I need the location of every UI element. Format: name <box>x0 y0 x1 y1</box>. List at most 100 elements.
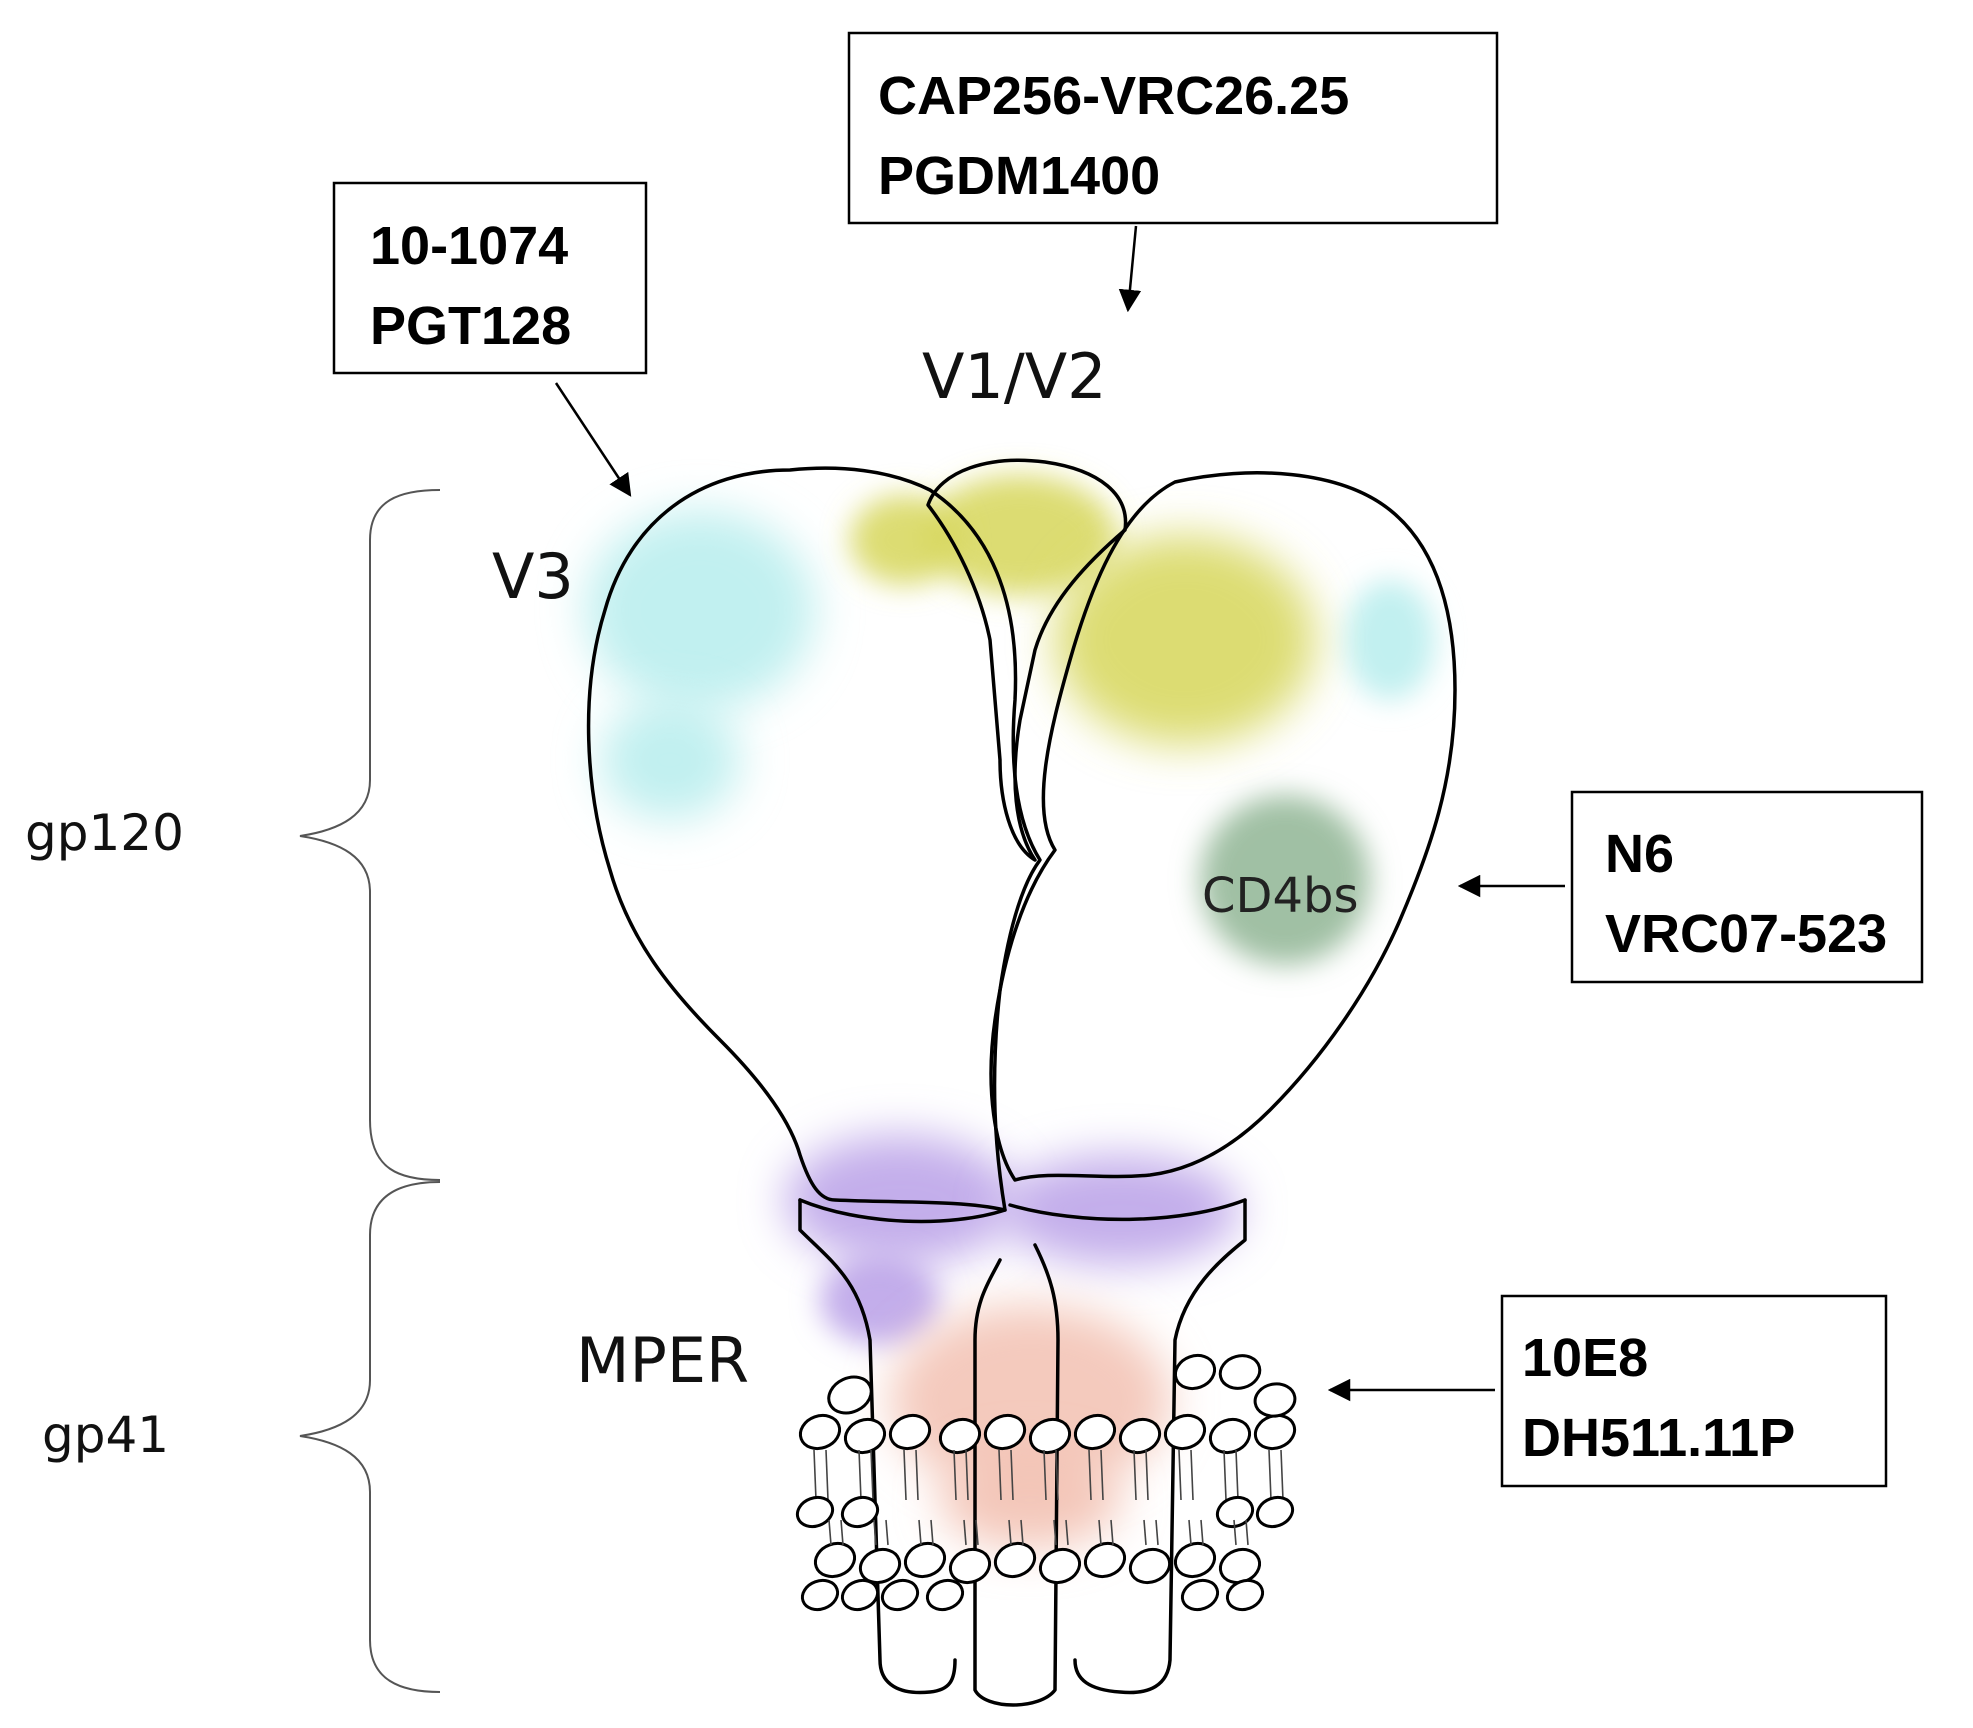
lipid-tail <box>1155 1519 1159 1546</box>
v3-cyan-region-lower <box>600 700 740 820</box>
cd4bs-antibody-box: N6 VRC07-523 <box>1570 790 1924 984</box>
v3-antibody-2: PGT128 <box>370 296 571 356</box>
lipid-tail <box>1143 1519 1147 1546</box>
lipid-head <box>800 1578 840 1612</box>
lipid-head <box>1208 1417 1252 1455</box>
v1v2-label: V1/V2 <box>922 340 1107 413</box>
mper-antibody-box: 10E8 DH511.11P <box>1500 1294 1888 1488</box>
cd4bs-antibody-1: N6 <box>1605 824 1674 884</box>
v3-label: V3 <box>492 540 574 613</box>
lipid-head <box>880 1578 920 1612</box>
lipid-tail <box>813 1449 817 1501</box>
lipid-tail <box>963 1519 967 1546</box>
lipid-tail <box>858 1449 862 1501</box>
gp41-label: gp41 <box>42 1406 169 1464</box>
lipid-tail <box>1200 1519 1204 1546</box>
lipid-head <box>993 1541 1037 1579</box>
gp120-label: gp120 <box>25 804 184 862</box>
lipid-tail <box>1145 1449 1149 1501</box>
v1v2-box-frame <box>847 31 1499 225</box>
lipid-tail <box>1043 1449 1047 1501</box>
lipid-tail <box>828 1519 832 1546</box>
gp120-right-lobe <box>989 471 1457 1182</box>
lipid-tail <box>1065 1519 1069 1546</box>
gp120-middle-lobe <box>926 458 1128 862</box>
gp41-left-stalk <box>798 1198 957 1695</box>
lipid-membrane <box>795 1353 1297 1612</box>
v1v2-antibody-box: CAP256-VRC26.25 PGDM1400 <box>847 31 1499 225</box>
gp41-collar <box>798 1198 1247 1224</box>
v3-cyan-region <box>585 510 815 710</box>
lipid-tail <box>1008 1519 1012 1546</box>
cd4bs-box-frame <box>1570 790 1924 984</box>
cd4bs-green-region <box>1200 795 1370 965</box>
v1v2-antibody-1: CAP256-VRC26.25 <box>878 66 1349 126</box>
lipid-head <box>827 1375 873 1415</box>
lipid-head <box>840 1495 880 1529</box>
v1v2-antibody-2: PGDM1400 <box>878 146 1160 206</box>
lipid-head <box>840 1578 880 1612</box>
lipid-tail <box>870 1449 874 1501</box>
lipid-head <box>858 1547 902 1585</box>
lipid-head <box>948 1547 992 1585</box>
lipid-tail <box>1098 1519 1102 1546</box>
lipid-head <box>1180 1578 1220 1612</box>
lipid-tail <box>1280 1449 1284 1501</box>
v3-arrow <box>554 382 632 497</box>
lipid-tail <box>873 1519 877 1546</box>
v3-antibody-1: 10-1074 <box>370 216 568 276</box>
lipid-head <box>925 1578 965 1612</box>
lipid-head <box>843 1417 887 1455</box>
lipid-tail <box>915 1449 919 1501</box>
lipid-tail <box>918 1519 922 1546</box>
lipid-head <box>795 1495 835 1529</box>
lipid-tail <box>1235 1449 1239 1501</box>
lipid-tail <box>903 1449 907 1501</box>
lipid-head <box>1173 1541 1217 1579</box>
lipid-tail <box>975 1519 979 1546</box>
lipid-tail <box>1178 1449 1182 1501</box>
lipid-tail <box>1053 1519 1057 1546</box>
lipid-tail <box>825 1449 829 1501</box>
lipid-tail <box>965 1449 969 1501</box>
lipid-head <box>1218 1354 1262 1390</box>
v1v2-yellow-region-top <box>925 475 1115 595</box>
lipid-head <box>903 1541 947 1579</box>
lipid-tail <box>1100 1449 1104 1501</box>
cd4bs-label: CD4bs <box>1202 868 1359 924</box>
gp120-bracket <box>299 489 441 1181</box>
gp41-right-stalk <box>1073 1198 1247 1695</box>
mper-antibody-2: DH511.11P <box>1522 1408 1795 1468</box>
lipid-tail <box>1188 1519 1192 1546</box>
lipid-tail <box>1055 1449 1059 1501</box>
gp41-bracket <box>299 1181 441 1693</box>
lipid-tail <box>1190 1449 1194 1501</box>
lipid-tail <box>1088 1449 1092 1501</box>
lipid-tail <box>1110 1519 1114 1546</box>
mper-box-frame <box>1500 1294 1888 1488</box>
lipid-tail <box>1010 1449 1014 1501</box>
lipid-tail <box>1133 1449 1137 1501</box>
v1v2-arrow <box>1118 225 1142 313</box>
lipid-head <box>983 1413 1027 1451</box>
lipid-head <box>798 1413 842 1451</box>
lipid-head <box>1163 1413 1207 1451</box>
gp120-left-lobe <box>586 466 1042 1212</box>
lipid-head <box>1073 1413 1117 1451</box>
lipid-head <box>1173 1353 1217 1391</box>
lipid-tail <box>998 1449 1002 1501</box>
lipid-tail <box>885 1519 889 1546</box>
lipid-tail <box>953 1449 957 1501</box>
lipid-tail <box>840 1519 844 1546</box>
lipid-head <box>1083 1541 1127 1579</box>
lipid-head <box>1225 1578 1265 1612</box>
lipid-tail <box>930 1519 934 1546</box>
cd4bs-antibody-2: VRC07-523 <box>1605 904 1887 964</box>
lipid-head <box>1128 1547 1172 1585</box>
lipid-tail <box>1268 1449 1272 1501</box>
lipid-head <box>888 1413 932 1451</box>
gp41-purple-region-stalk <box>820 1255 940 1345</box>
lipid-head <box>1255 1495 1295 1529</box>
